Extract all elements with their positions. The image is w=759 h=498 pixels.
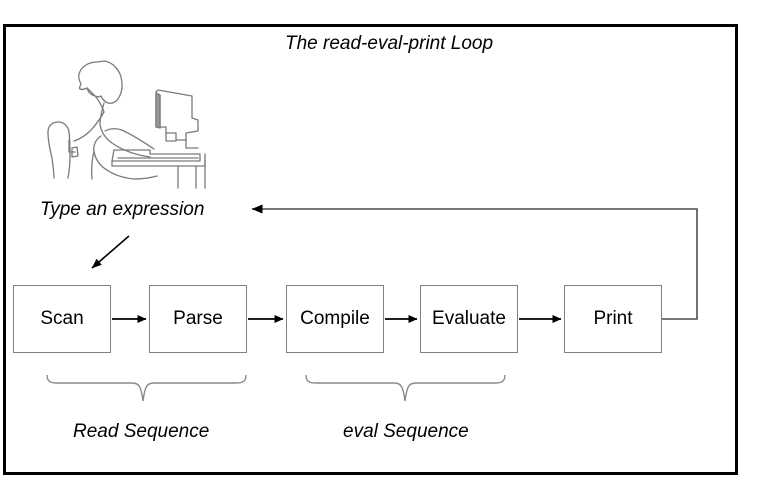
feedback-loop-path — [251, 204, 698, 320]
node-print-label: Print — [593, 308, 633, 329]
node-evaluate-label: Evaluate — [432, 308, 506, 329]
node-compile-label: Compile — [300, 308, 370, 329]
node-compile[interactable]: Compile — [286, 285, 384, 353]
group-caption-eval-sequence: eval Sequence — [343, 421, 469, 442]
node-scan-label: Scan — [40, 308, 84, 329]
arrow-input-to-scan — [91, 235, 130, 269]
input-prompt-label: Type an expression — [40, 199, 205, 220]
group-caption-read-sequence: Read Sequence — [73, 421, 210, 442]
node-parse-label: Parse — [173, 308, 223, 329]
node-scan[interactable]: Scan — [13, 285, 111, 353]
diagram-border — [3, 24, 738, 475]
node-evaluate[interactable]: Evaluate — [420, 285, 518, 353]
diagram-title: The read-eval-print Loop — [285, 33, 494, 54]
brace-read-sequence — [46, 374, 247, 402]
person-at-computer-illustration — [47, 60, 206, 189]
brace-eval-sequence — [305, 374, 506, 402]
node-parse[interactable]: Parse — [149, 285, 247, 353]
node-print[interactable]: Print — [564, 285, 662, 353]
